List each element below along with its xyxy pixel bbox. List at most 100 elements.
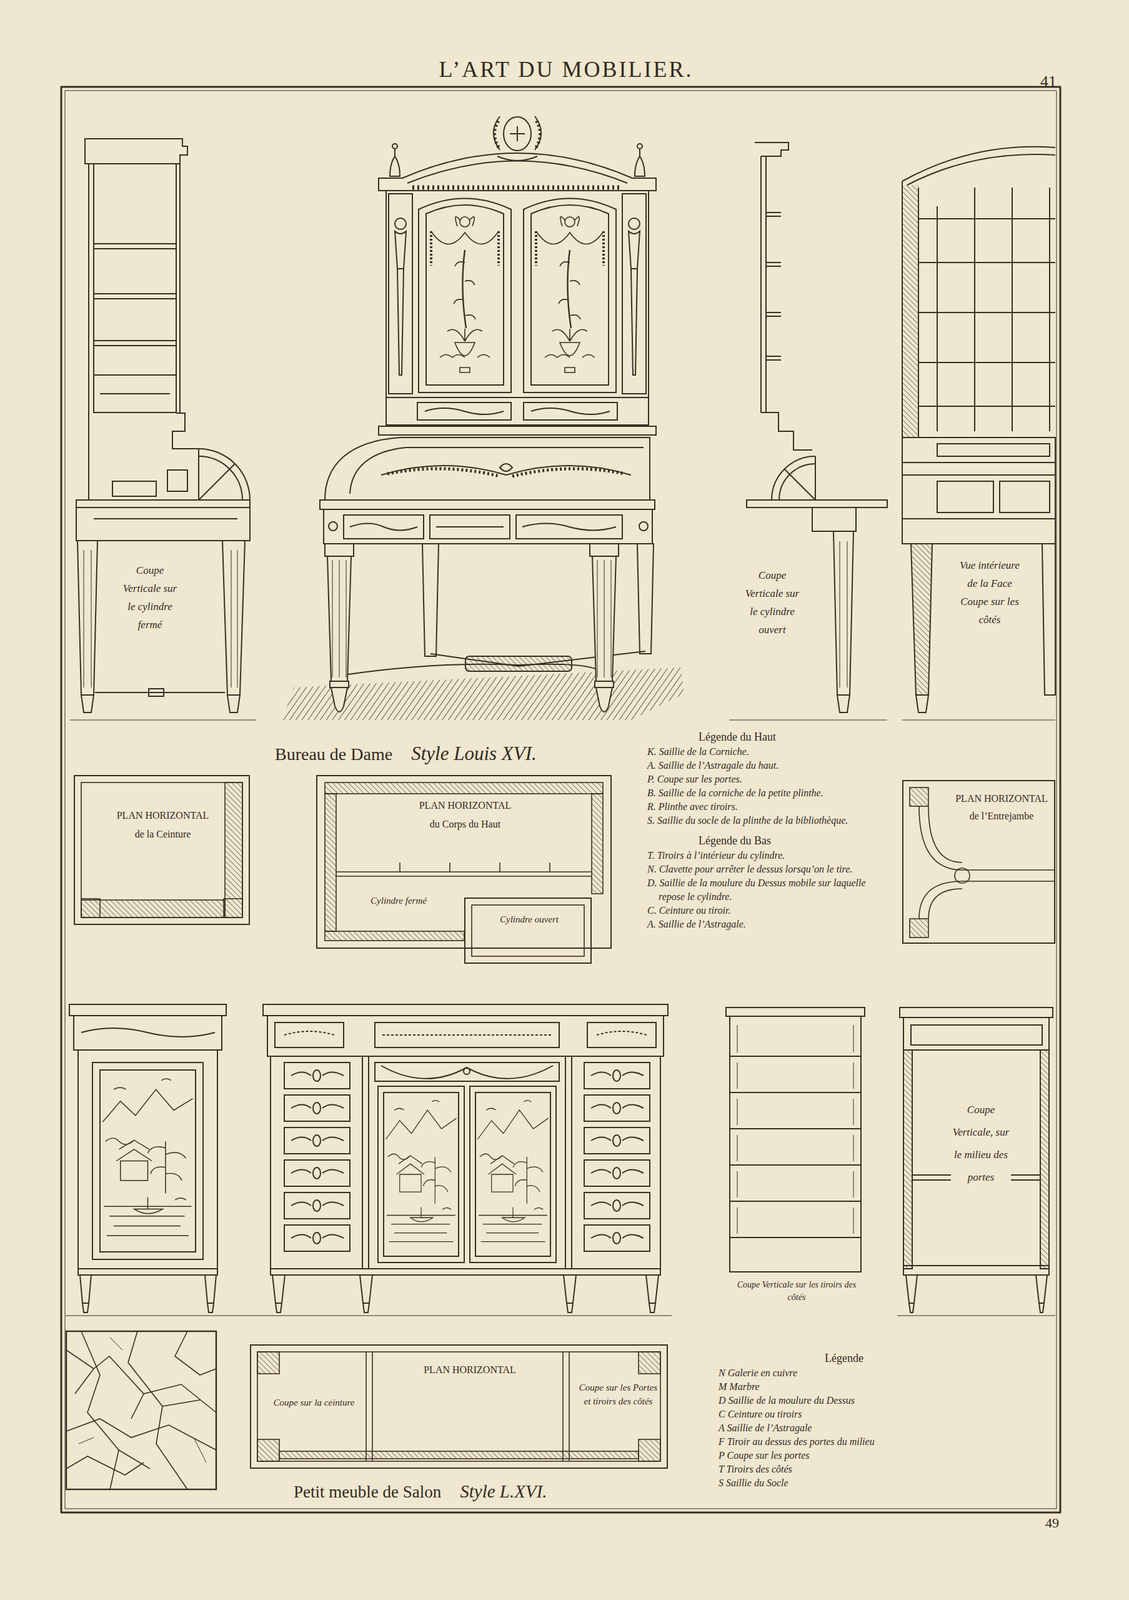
bureau-illustration-part <box>386 190 649 425</box>
bureau-illustration-part <box>389 156 400 177</box>
plan-details-part <box>257 1351 280 1374</box>
section-inside-view-part <box>902 518 1056 544</box>
figure-caption: Style Louis XVI. <box>411 742 537 765</box>
section-inside-view-part <box>915 694 929 713</box>
section-open-cylinder-part <box>754 142 789 157</box>
section-closed-cylinder-part <box>93 243 177 346</box>
cabinet-sections-part <box>903 1049 913 1269</box>
bureau-illustration-part <box>424 407 610 415</box>
plan-details-part <box>366 1351 570 1461</box>
cabinet-front-elevation-part <box>584 1127 650 1154</box>
cabinet-sections-part <box>1040 1049 1050 1269</box>
bureau-illustration-part <box>494 118 540 148</box>
marble-sample-part <box>174 1330 217 1375</box>
legend-heading: Légende du Haut <box>647 728 893 745</box>
section-closed-cylinder-part <box>83 549 238 688</box>
cabinet-front-elevation-part-part <box>313 1069 321 1081</box>
legend-heading: Légende du Bas <box>647 832 893 849</box>
cabinet-sections <box>726 1007 1056 1316</box>
bureau-illustration-part <box>497 156 538 161</box>
bureau-illustration-part <box>386 397 649 425</box>
cabinet-sections-part <box>905 1274 1048 1303</box>
plan-note: Coupe sur les Portes et tiroirs des côté… <box>576 1380 661 1408</box>
bureau-illustration-part <box>622 193 647 394</box>
cabinet-front-elevation-part <box>284 1224 350 1251</box>
legend-entry: C. Ceinture ou tiroir. <box>647 903 893 918</box>
bureau-illustration-part <box>499 463 513 472</box>
plan-details-part <box>591 793 603 894</box>
cabinet-front-elevation-part <box>584 1224 650 1251</box>
bureau-illustration-part <box>628 231 640 375</box>
plate-title: L’ART DU MOBILIER. <box>347 56 785 83</box>
view-caption: Vue intérieure de la Face Coupe sur les … <box>954 556 1025 629</box>
legend-entry: A. Saillie de l’Astragale. <box>647 917 893 931</box>
section-inside-view-part <box>902 181 919 438</box>
cabinet-side-elevation <box>69 1004 227 1313</box>
legend-entry: N Galerie en cuivre <box>718 1365 1000 1380</box>
legend-entry: N. Clavette pour arrêter le dessus lorsq… <box>647 862 893 876</box>
plan-title: PLAN HORIZONTAL <box>376 1361 564 1378</box>
plan-details-part <box>257 1438 280 1461</box>
section-open-cylinder-part <box>771 456 816 500</box>
section-open-cylinder-part <box>812 507 856 532</box>
bureau-illustration-part <box>637 543 654 654</box>
bureau-illustration-part <box>493 116 542 150</box>
cabinet-sections-part <box>729 1015 861 1272</box>
bureau-illustration-part <box>637 143 643 149</box>
cabinet-sections-part <box>729 1055 861 1238</box>
cabinet-front-elevation-part-part <box>272 1274 285 1313</box>
section-closed-cylinder-part <box>84 138 188 164</box>
figure-caption: Style L.XVI. <box>459 1480 547 1502</box>
cabinet-front-elevation-part <box>284 1192 350 1219</box>
plan-details-part <box>223 898 243 918</box>
section-closed-cylinder-part <box>93 517 238 520</box>
section-closed-cylinder-part <box>179 163 181 413</box>
section-open-cylinder-part <box>760 412 813 450</box>
section-inside-view-part <box>902 719 1056 720</box>
bureau-illustration-part <box>388 193 413 394</box>
page-number: 41 <box>1029 72 1068 92</box>
legend-block: LégendeN Galerie en cuivreM MarbreD Sail… <box>718 1349 1000 1490</box>
bureau-illustration-part <box>465 656 572 672</box>
plan-details-part <box>399 862 550 872</box>
view-caption: Coupe Verticale sur le cylindre fermé <box>118 561 182 634</box>
legend-entry: S. Saillie du socle de la plinthe de la … <box>647 813 893 828</box>
bureau-illustration-part <box>394 231 407 375</box>
marble-sample-part <box>66 1349 217 1413</box>
cabinet-front-elevation-part <box>646 1274 659 1313</box>
cabinet-side-elevation-part <box>102 1078 193 1236</box>
bureau-illustration-part <box>418 198 512 393</box>
plate-frame <box>61 86 1061 1512</box>
marble-sample-part <box>66 1418 217 1450</box>
plan-details-part <box>81 898 100 918</box>
cabinet-sections-part <box>737 1024 854 1234</box>
bureau-illustration-part <box>639 148 641 157</box>
cabinet-front-elevation-part-part <box>291 1072 344 1076</box>
legend-block: Légende du HautK. Saillie de la Corniche… <box>647 728 893 931</box>
section-open-cylinder-part <box>746 499 888 508</box>
cabinet-front-elevation-part <box>270 1055 661 1269</box>
plan-box: Cylindre ouvert <box>464 897 592 964</box>
legend-entry: A. Saillie de l’Astragale du haut. <box>647 758 893 773</box>
section-closed-cylinder-part <box>76 507 250 541</box>
legend-entry: C Ceinture ou tiroirs <box>718 1407 1000 1421</box>
cabinet-side-elevation-part <box>73 1015 222 1050</box>
section-inside-view-part <box>902 437 1056 463</box>
section-closed-cylinder-part <box>112 481 157 497</box>
cabinet-front-elevation-part <box>377 1085 465 1263</box>
view-caption: Coupe Verticale sur le cylindre ouvert <box>741 566 804 639</box>
figure-caption-row: Bureau de DameStyle Louis XVI. <box>274 742 537 765</box>
plan-box: PLAN HORIZONTAL de la Ceinture <box>73 774 250 925</box>
cabinet-front-elevation-part <box>284 1094 350 1121</box>
bureau-illustration-part-part <box>324 543 354 557</box>
figure-caption: Petit meuble de Salon <box>293 1482 442 1502</box>
section-inside-view-part <box>902 474 1056 519</box>
cabinet-front-elevation-part <box>584 1094 650 1121</box>
bureau-illustration-part <box>394 218 407 230</box>
bureau-illustration-part <box>394 148 396 157</box>
marble-sample-part <box>128 1330 188 1489</box>
section-inside-view-part <box>910 543 933 695</box>
cabinet-sections-part <box>726 1007 865 1016</box>
plan-note: Coupe sur la ceinture <box>262 1395 366 1409</box>
legend-entry: K. Saillie de la Corniche. <box>647 744 893 759</box>
